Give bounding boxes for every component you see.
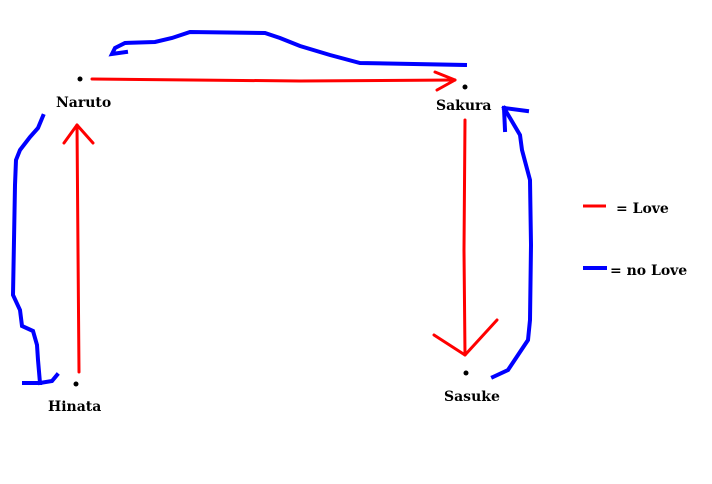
node-dot [77, 76, 83, 82]
arrow-sasuke-to-sakura-no-love [490, 105, 534, 380]
node-label: Naruto [56, 95, 111, 111]
node-naruto: Naruto [56, 76, 111, 111]
node-sakura: Sakura [436, 84, 492, 114]
legend: = Love = no Love [583, 201, 687, 279]
node-dot [463, 370, 469, 376]
arrow-sakura-to-sasuke [432, 118, 499, 357]
legend-item-love: = Love [583, 201, 669, 217]
arrow-hinata-to-naruto [62, 123, 95, 374]
node-dot [73, 381, 79, 387]
node-dot [462, 84, 468, 90]
node-hinata: Hinata [48, 381, 101, 415]
legend-item-no-love: = no Love [583, 263, 687, 279]
legend-label: = no Love [610, 263, 687, 279]
arrow-sakura-to-naruto-no-love [108, 29, 468, 68]
node-label: Sasuke [444, 389, 500, 405]
node-sasuke: Sasuke [444, 370, 500, 405]
node-label: Sakura [436, 98, 492, 114]
arrow-naruto-to-hinata-no-love [10, 113, 60, 386]
arrow-naruto-to-sakura [90, 70, 457, 92]
legend-label: = Love [616, 201, 669, 217]
node-label: Hinata [48, 399, 101, 415]
